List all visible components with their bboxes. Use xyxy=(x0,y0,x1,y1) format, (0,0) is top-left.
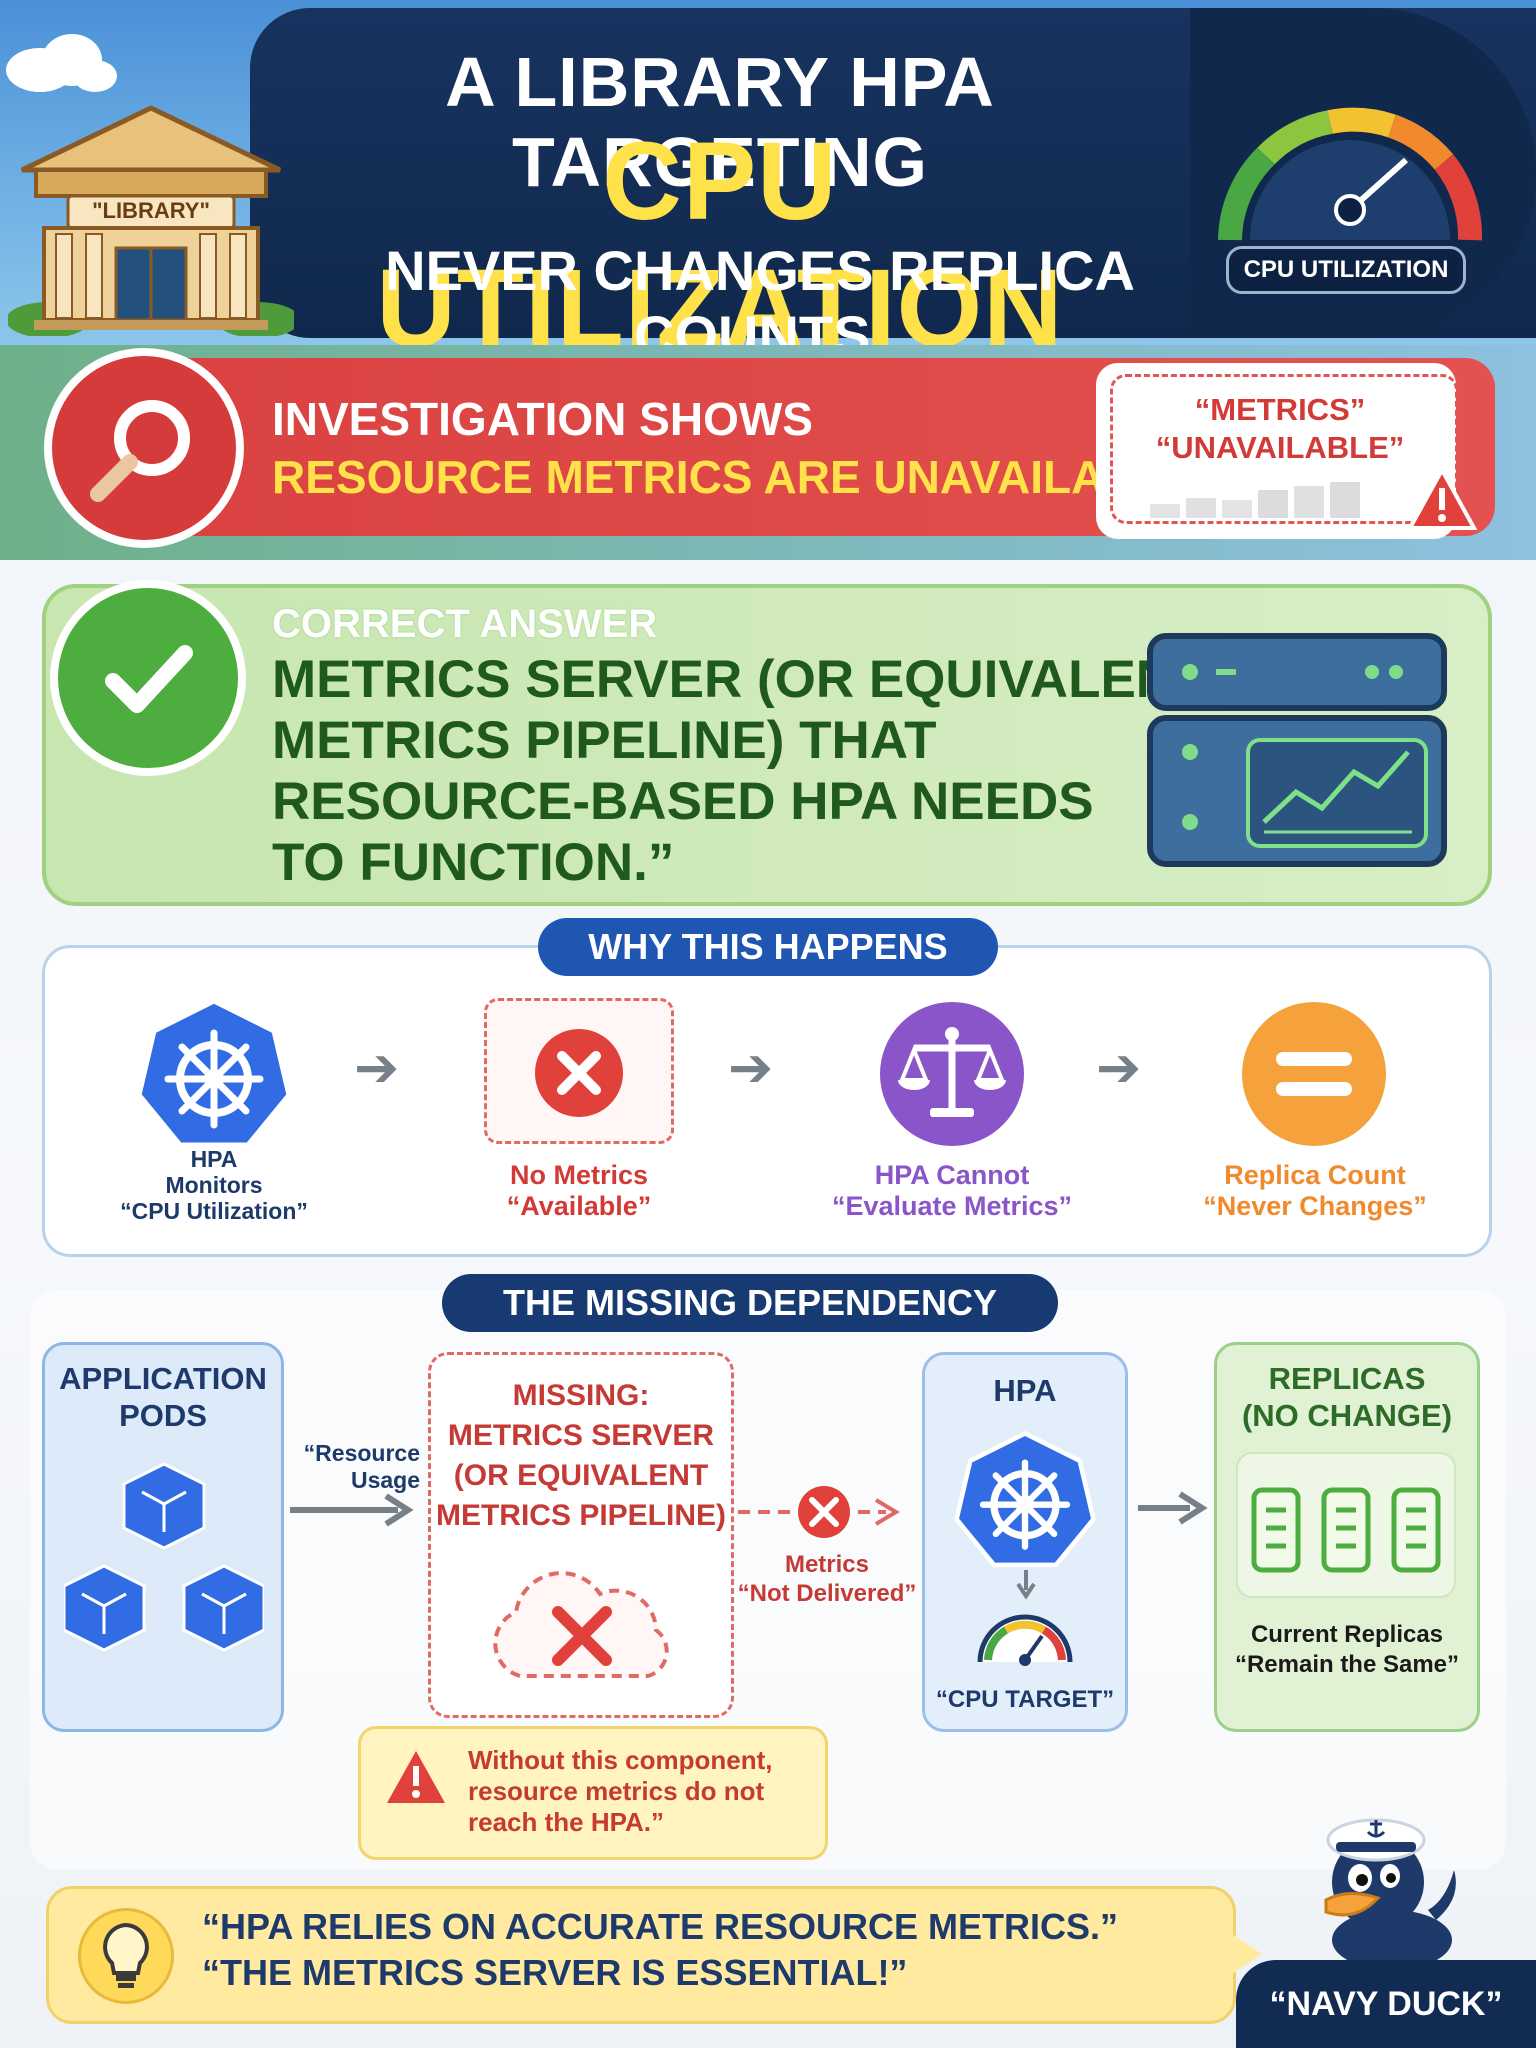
answer-line: METRICS SERVER (OR EQUIVALENT xyxy=(272,650,1207,709)
hpa-title: HPA xyxy=(993,1373,1057,1408)
label-line: “Not Delivered” xyxy=(737,1580,917,1607)
title-line: (NO CHANGE) xyxy=(1241,1398,1453,1433)
title-line: (OR EQUIVALENT xyxy=(453,1459,709,1492)
arrow-right-icon xyxy=(1138,1491,1208,1525)
label-line: Usage xyxy=(350,1467,420,1493)
label-line: Metrics xyxy=(784,1551,870,1578)
library-building-icon xyxy=(8,105,294,336)
correct-answer-badge xyxy=(50,580,246,776)
warning-line: reach the HPA.” xyxy=(468,1807,665,1837)
caption-line: “CPU Utilization” xyxy=(120,1198,308,1224)
correct-answer-label: CORRECT ANSWER xyxy=(272,602,658,646)
title-line: REPLICAS xyxy=(1268,1361,1426,1396)
library-sign: "LIBRARY" xyxy=(92,198,210,223)
title-line: MISSING: xyxy=(512,1379,650,1412)
warning-callout xyxy=(358,1726,828,1860)
navy-duck-mascot-icon xyxy=(1324,1818,1456,1966)
caption-line: “Never Changes” xyxy=(1203,1191,1427,1221)
cloud-icon xyxy=(6,34,117,92)
metrics-badge-line1: “METRICS” xyxy=(1194,392,1366,427)
speech-tail-icon xyxy=(1226,1930,1262,1978)
investigation-icon-badge xyxy=(44,348,244,548)
warning-triangle-icon xyxy=(1406,466,1478,530)
why-this-happens-title: WHY THIS HAPPENS xyxy=(538,918,998,976)
application-pods-title: APPLICATION PODS xyxy=(42,1360,284,1434)
cpu-target-label: “CPU TARGET” xyxy=(935,1686,1115,1713)
step-hpa-cannot-caption: HPA Cannot “Evaluate Metrics” xyxy=(812,1160,1092,1222)
caption-line: HPA Cannot xyxy=(874,1160,1030,1190)
cpu-utilization-label: CPU UTILIZATION xyxy=(1226,246,1466,294)
missing-dependency-title: THE MISSING DEPENDENCY xyxy=(442,1274,1058,1332)
balance-scale-icon xyxy=(880,1002,1024,1146)
warning-triangle-icon xyxy=(387,1751,445,1803)
replicas-title: REPLICAS (NO CHANGE) xyxy=(1214,1360,1480,1434)
magnifier-icon xyxy=(90,400,190,502)
caption-line: “Evaluate Metrics” xyxy=(831,1191,1073,1221)
investigation-line1: INVESTIGATION SHOWS xyxy=(272,393,813,445)
missing-metrics-server-title: MISSING: METRICS SERVER (OR EQUIVALENT M… xyxy=(428,1376,734,1536)
missing-cloud-icon xyxy=(493,1571,669,1678)
step-no-metrics-caption: No Metrics “Available” xyxy=(444,1160,714,1222)
metrics-unavailable-frame xyxy=(1110,374,1458,524)
kubernetes-helm-icon xyxy=(954,1430,1096,1568)
title-line: METRICS PIPELINE) xyxy=(435,1499,727,1532)
step-replica-count-caption: Replica Count “Never Changes” xyxy=(1180,1160,1450,1222)
footer-callout xyxy=(46,1886,1236,2024)
metrics-badge-line2: “UNAVAILABLE” xyxy=(1155,430,1405,465)
arrow-right-icon: ➔ xyxy=(354,1038,400,1098)
warning-line: Without this component, xyxy=(468,1745,773,1775)
cpu-gauge-icon xyxy=(1218,107,1483,241)
answer-line: METRICS PIPELINE) THAT xyxy=(272,711,937,770)
resource-usage-label: “Resource Usage xyxy=(290,1440,420,1494)
warning-text: Without this component, resource metrics… xyxy=(468,1745,818,1838)
lightbulb-badge xyxy=(78,1908,174,2004)
metrics-server-icon xyxy=(1147,633,1447,867)
faded-bars-icon xyxy=(1150,482,1360,518)
metrics-not-delivered-label: Metrics “Not Delivered” xyxy=(732,1550,922,1608)
error-x-icon xyxy=(535,1029,623,1117)
navy-duck-label: “NAVY DUCK” xyxy=(1236,1960,1536,2048)
arrow-down-icon xyxy=(1016,1570,1036,1600)
replicas-caption: Current Replicas “Remain the Same” xyxy=(1214,1620,1480,1680)
checkmark-icon xyxy=(105,645,193,713)
caption-line: No Metrics xyxy=(509,1160,649,1190)
replica-servers-icon xyxy=(1251,1487,1441,1573)
answer-line: RESOURCE-BASED HPA NEEDS xyxy=(272,772,1094,831)
kubernetes-helm-icon xyxy=(136,998,292,1148)
cpu-target-gauge-icon xyxy=(977,1614,1073,1666)
equals-icon xyxy=(1242,1002,1386,1146)
arrow-right-icon: ➔ xyxy=(728,1038,774,1098)
arrow-right-icon: ➔ xyxy=(1096,1038,1142,1098)
page-title-line1: A LIBRARY HPA TARGETING xyxy=(445,43,995,201)
caption-line: “Remain the Same” xyxy=(1234,1651,1460,1678)
caption-line: Current Replicas xyxy=(1250,1621,1444,1648)
title-line: PODS xyxy=(119,1398,207,1433)
warning-line: resource metrics do not xyxy=(468,1776,765,1806)
title-line: APPLICATION xyxy=(59,1361,267,1396)
pod-cubes-icon xyxy=(64,1462,264,1652)
investigation-line2: RESOURCE METRICS ARE UNAVAILABLE. xyxy=(272,451,1210,503)
caption-line: “Available” xyxy=(506,1191,652,1221)
caption-line: Monitors xyxy=(165,1172,263,1198)
lightbulb-icon xyxy=(103,1922,149,1988)
footer-line1: “HPA RELIES ON ACCURATE RESOURCE METRICS… xyxy=(202,1906,1119,1947)
caption-line: HPA xyxy=(190,1146,238,1172)
step-hpa-monitors-caption: HPA Monitors “CPU Utilization” xyxy=(84,1146,344,1224)
caption-line: Replica Count xyxy=(1224,1160,1406,1190)
broken-connection-icon xyxy=(738,1486,900,1538)
footer-line2: “THE METRICS SERVER IS ESSENTIAL!” xyxy=(202,1952,908,1993)
title-line: METRICS SERVER xyxy=(447,1419,715,1452)
arrow-right-icon xyxy=(290,1493,414,1527)
label-line: “Resource xyxy=(303,1440,420,1466)
answer-line: TO FUNCTION.” xyxy=(272,833,675,892)
